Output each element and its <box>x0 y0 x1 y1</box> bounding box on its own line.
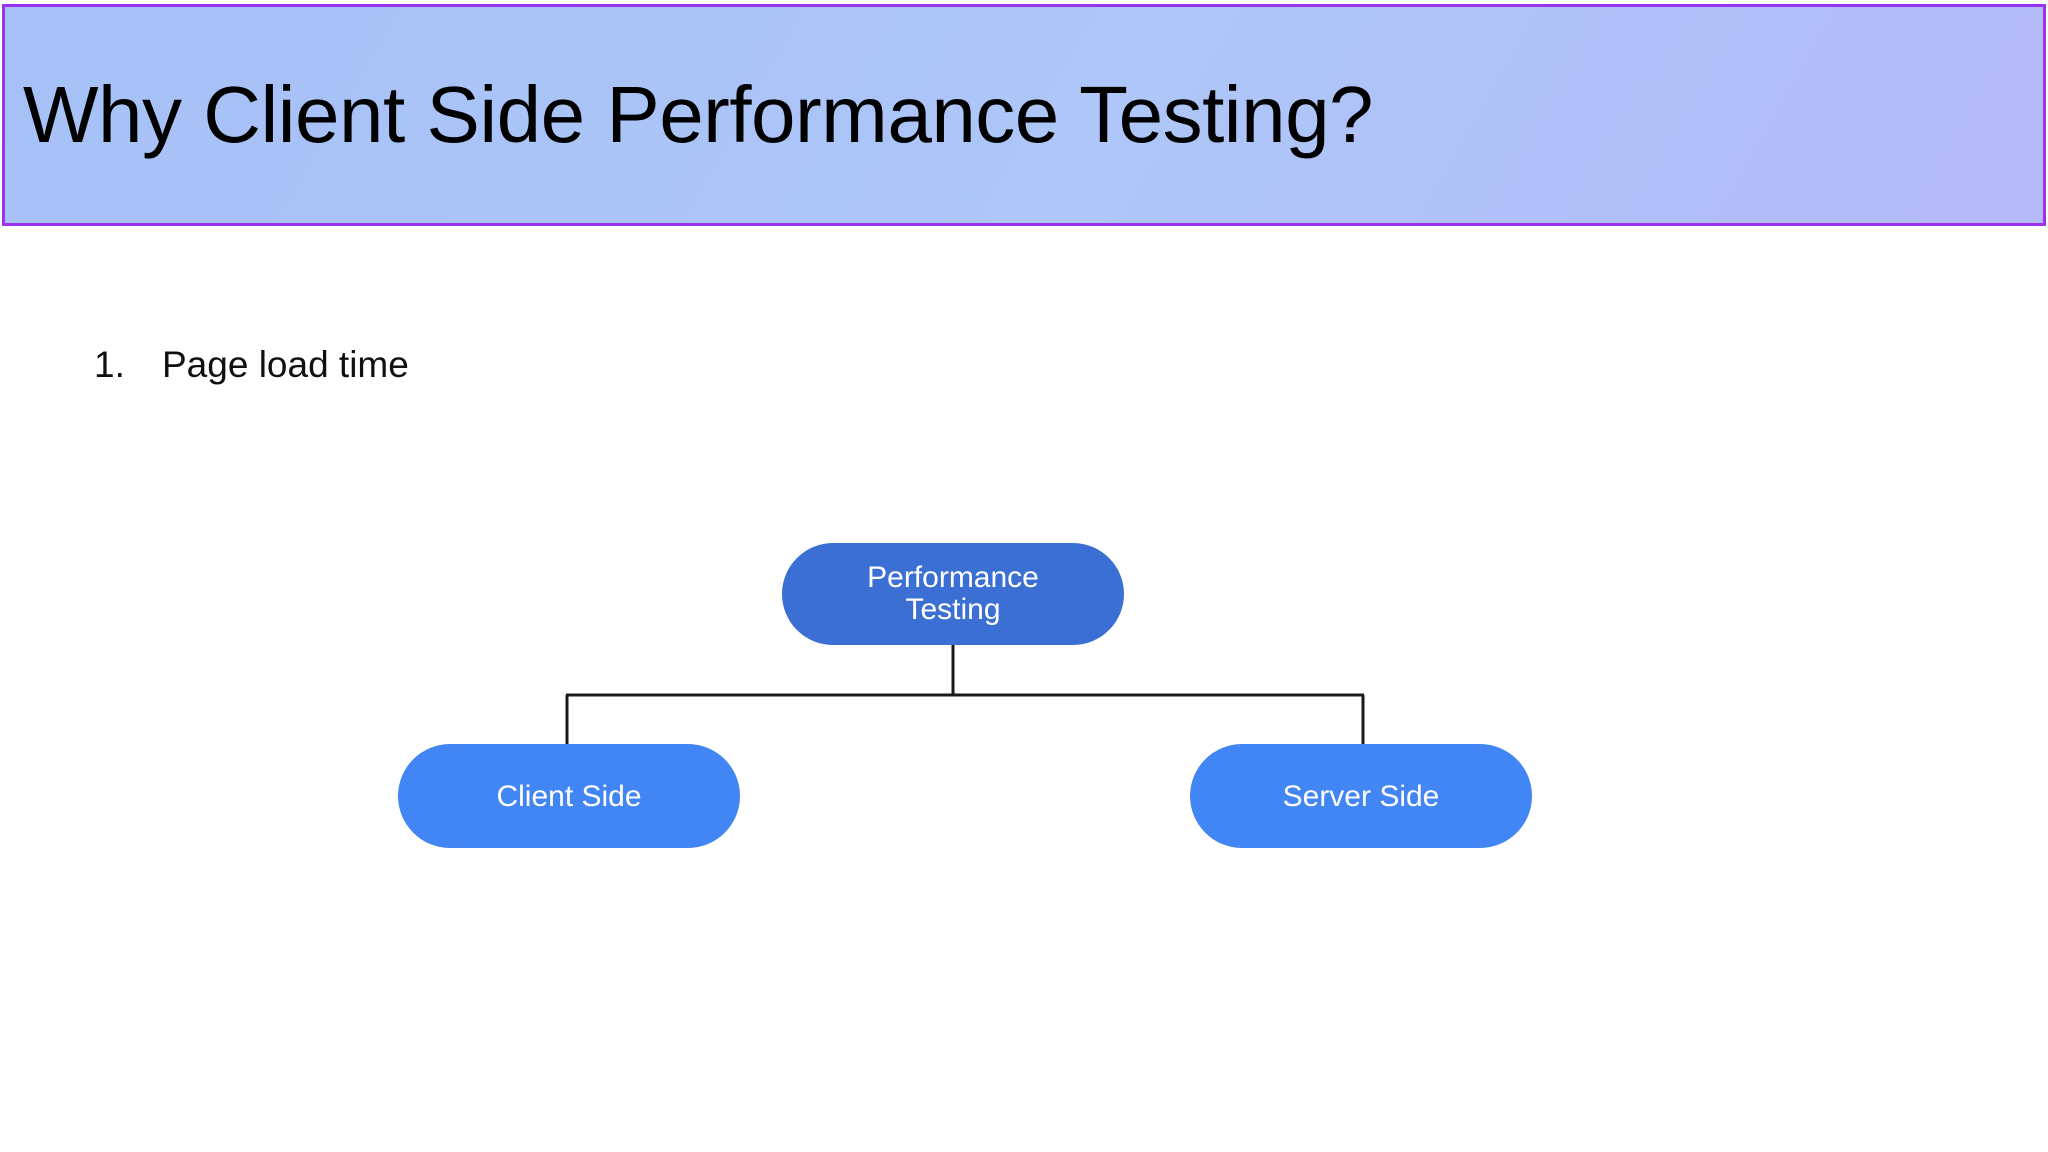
org-node-server-side[interactable]: Server Side <box>1190 744 1532 848</box>
org-node-label: Server Side <box>1282 779 1440 813</box>
list-item-label: Page load time <box>162 344 409 385</box>
org-node-label-line1: Performance <box>867 560 1039 594</box>
org-node-label: Client Side <box>496 779 642 813</box>
list-item-marker: 1. <box>94 344 125 385</box>
org-node-label-line2: Testing <box>905 593 1001 626</box>
content-list: 1. Page load time <box>0 340 2048 390</box>
list-item: 1. Page load time <box>0 340 2048 390</box>
slide-title-banner: Why Client Side Performance Testing? <box>2 4 2046 226</box>
org-node-performance-testing[interactable]: Performance Testing <box>782 543 1124 645</box>
org-node-client-side[interactable]: Client Side <box>398 744 740 848</box>
page-title: Why Client Side Performance Testing? <box>23 70 1374 159</box>
